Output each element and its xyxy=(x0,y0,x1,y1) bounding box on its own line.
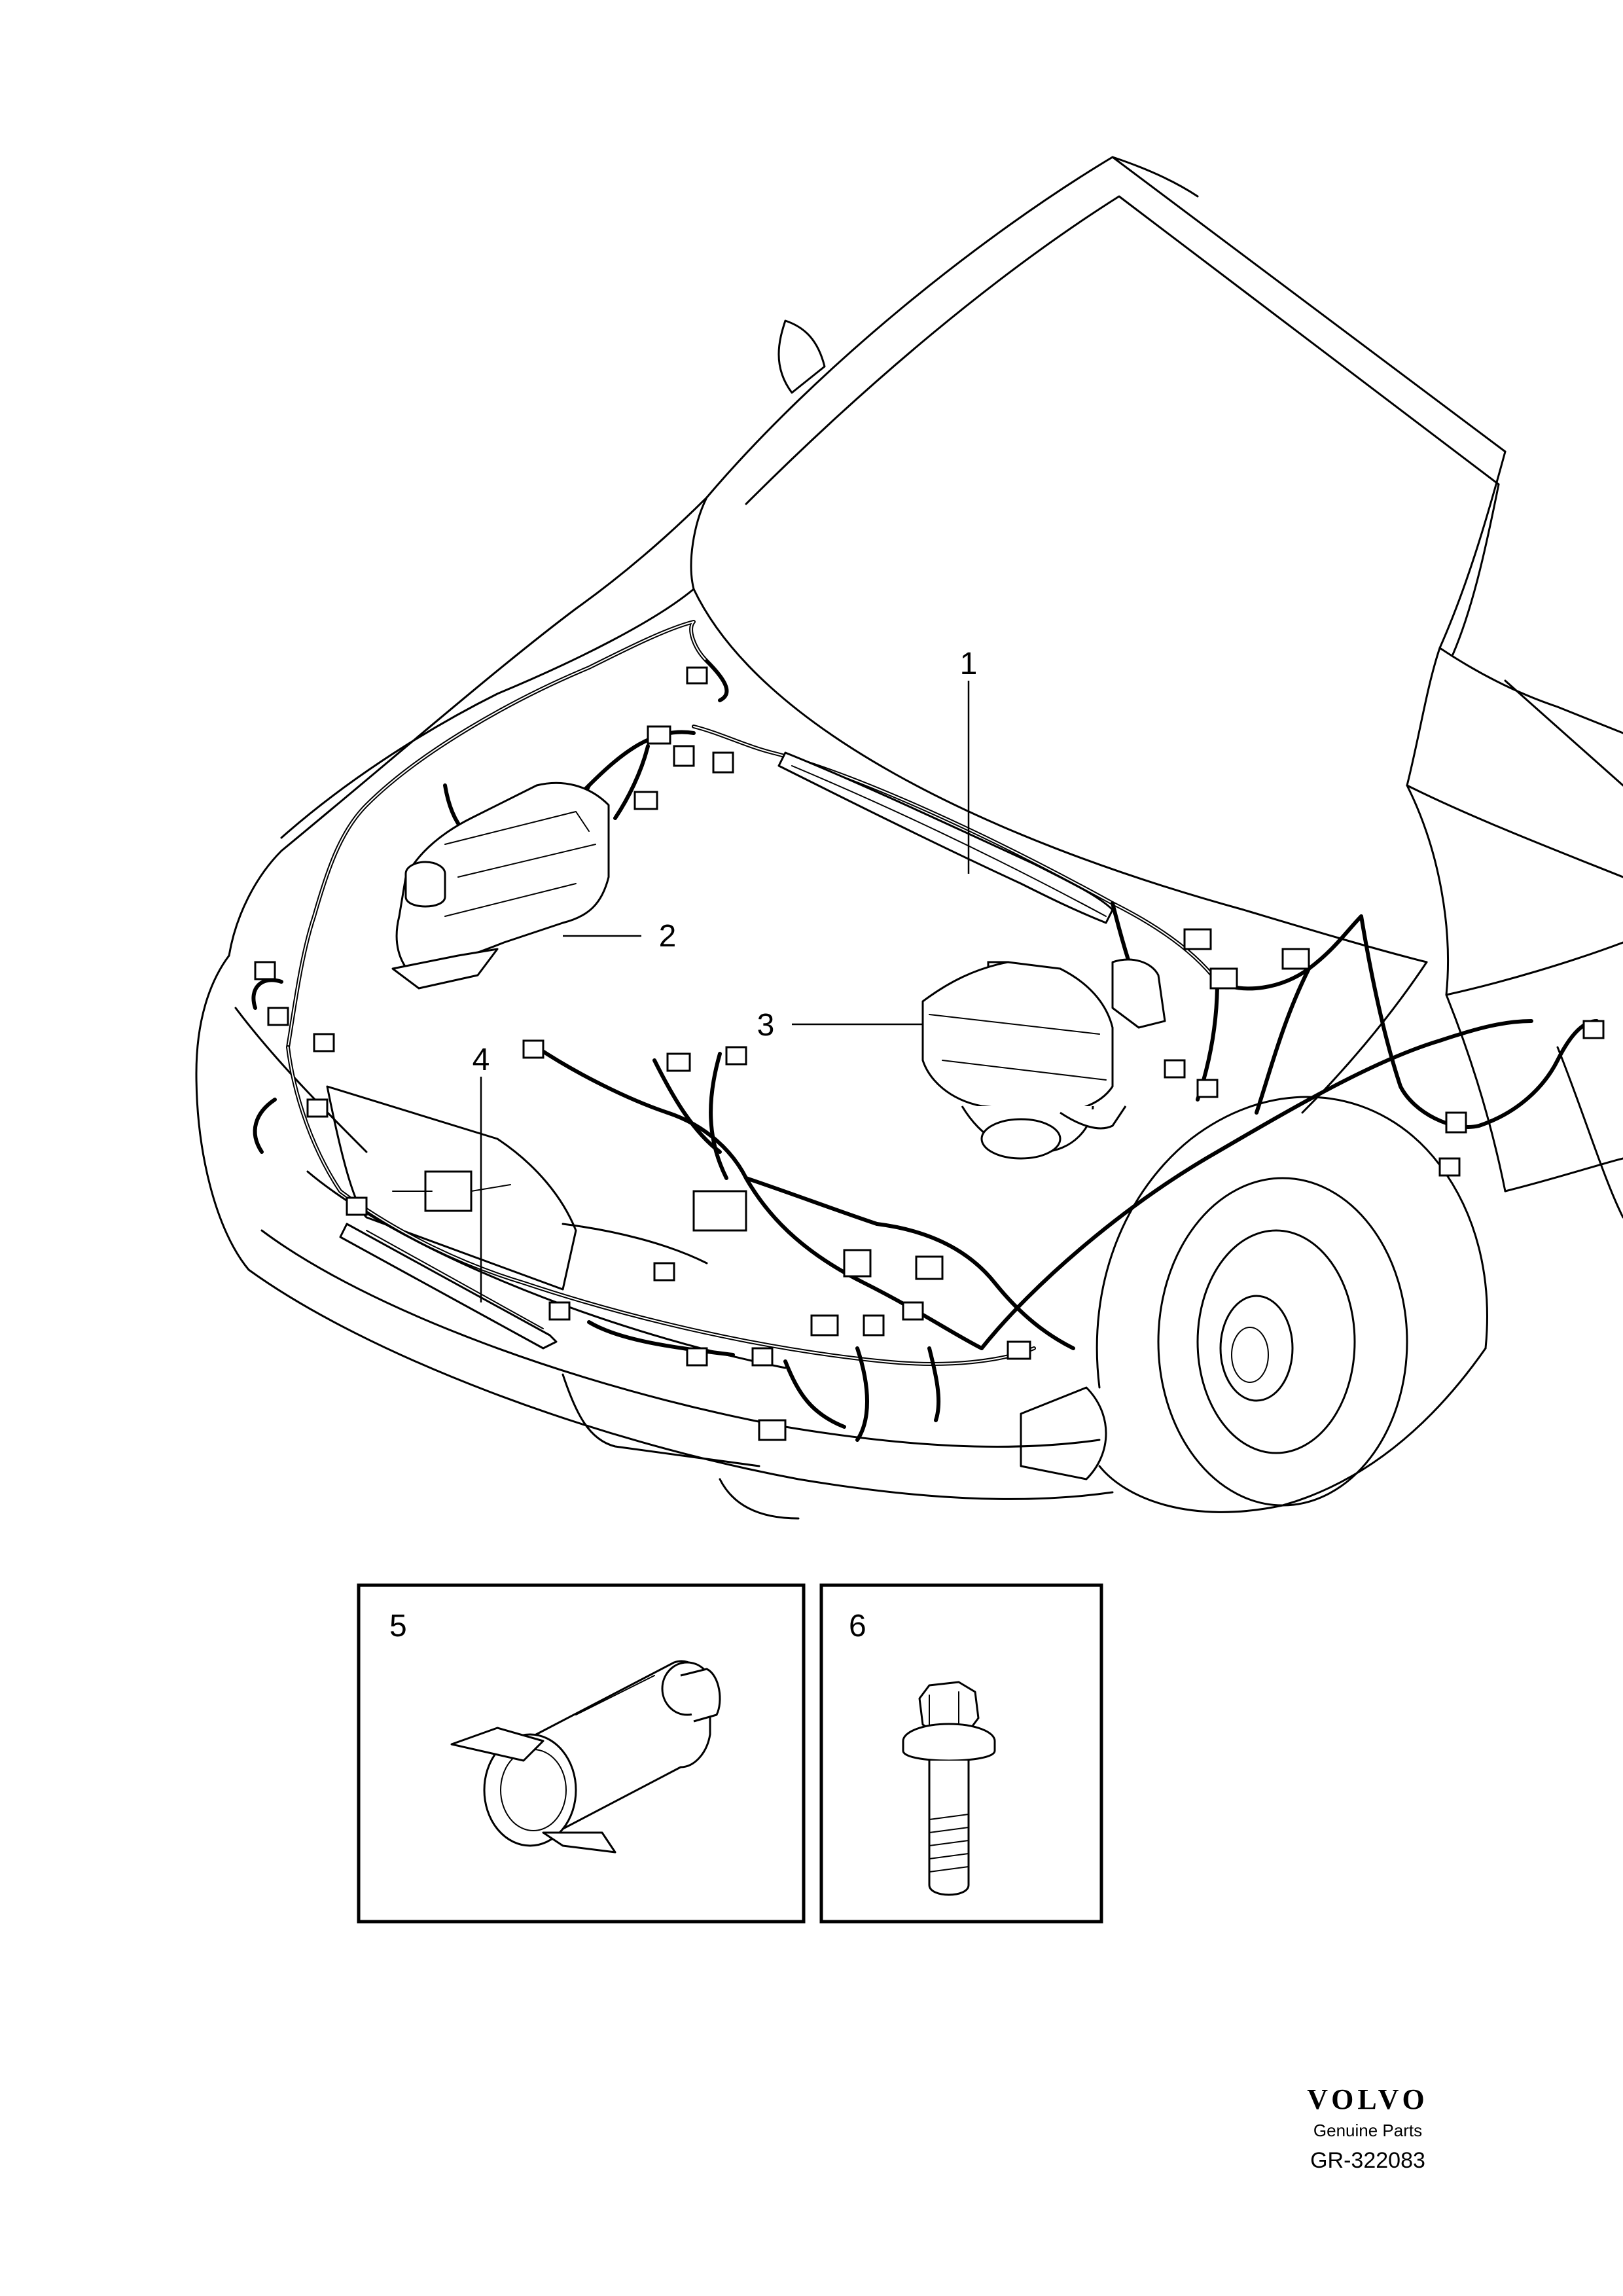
brand-tagline: Genuine Parts xyxy=(1313,2121,1423,2140)
callout-labels: 1 2 3 4 xyxy=(473,647,978,1077)
washer-fluid-reservoir xyxy=(391,781,610,990)
cable-sleeve-clip-drawing xyxy=(450,1660,721,1854)
volvo-logo: VOLVO xyxy=(1307,2083,1429,2115)
engine-bay-wiring-harness xyxy=(251,620,1599,1442)
inset-part-5: 5 xyxy=(357,1583,806,1924)
inset-6-label: 6 xyxy=(849,1609,866,1643)
relay-box xyxy=(921,958,1166,1160)
flange-bolt-drawing xyxy=(902,1681,996,1896)
diagram-reference-code: GR-322083 xyxy=(1310,2148,1425,2173)
front-bracket-rail xyxy=(339,1170,558,1350)
car-body-outline xyxy=(195,156,1623,1520)
callout-leaders xyxy=(480,681,970,1302)
inset-5-label: 5 xyxy=(389,1609,407,1643)
callout-3: 3 xyxy=(757,1008,775,1043)
brand-block: VOLVO Genuine Parts GR-322083 xyxy=(1283,2084,1453,2174)
inset-part-6: 6 xyxy=(819,1583,1103,1924)
callout-2: 2 xyxy=(659,919,677,954)
callout-1: 1 xyxy=(960,647,978,681)
cowl-channel xyxy=(777,751,1114,924)
callout-4: 4 xyxy=(473,1043,490,1077)
